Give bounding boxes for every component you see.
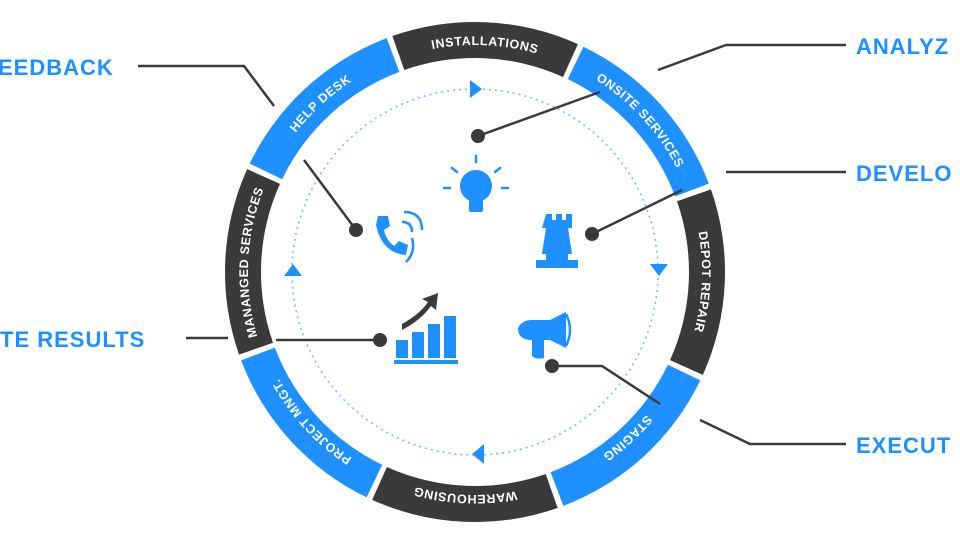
side-labels: EEDBACK ANALYZ DEVELO TE RESULTS EXECUT: [0, 34, 952, 458]
ring-segment-staging: STAGING: [550, 364, 701, 506]
label-feedback: EEDBACK: [0, 55, 114, 80]
connector-icon-telephone: [302, 159, 358, 231]
ring-segment-shape: [225, 169, 280, 355]
ring-segment-shape: [249, 38, 400, 180]
lightbulb-icon: [442, 154, 510, 212]
ring-segment-warehousing: WAREHOUSING: [372, 467, 558, 522]
ring-segment-shape: [372, 467, 558, 522]
ring-segment-shape: [550, 364, 701, 506]
connector-dots: [349, 129, 599, 373]
ring-segment-shape: [241, 347, 383, 498]
chess-rook-icon: [536, 214, 578, 268]
cycle-arrows: [284, 80, 668, 464]
label-analyze: ANALYZ: [856, 34, 949, 59]
connector-feedback: [138, 64, 275, 107]
ring-segment-shape: [567, 46, 709, 197]
connector-icon-megaphone: [552, 364, 661, 406]
service-ring: INSTALLATIONS ONSITE SERVICES DEPOT REPA…: [225, 21, 726, 522]
growth-chart-icon: [394, 293, 458, 364]
telephone-icon: [376, 210, 424, 263]
megaphone-icon: [518, 312, 572, 359]
dotted-inner-circle: [291, 88, 659, 456]
connector-dot: [471, 129, 485, 143]
label-develop: DEVELO: [856, 161, 952, 186]
ring-segment-shape: [670, 189, 726, 375]
ring-segment-onsite-services: ONSITE SERVICES: [567, 46, 709, 197]
connector-analyze: [657, 43, 846, 72]
ring-segment-installations: INSTALLATIONS: [392, 21, 578, 77]
connector-dot: [373, 333, 387, 347]
arrow-down-icon: [650, 264, 668, 276]
ring-segment-shape: [392, 21, 578, 77]
connector-execute: [699, 418, 846, 446]
ring-segment-project-mngt: PROJECT MNGT.: [241, 347, 383, 498]
connector-icon-lightbulb: [477, 90, 601, 138]
label-execute: EXECUT: [856, 433, 951, 458]
connector-dot: [585, 227, 599, 241]
ring-segment-help-desk: HELP DESK: [249, 38, 400, 180]
connector-dot: [349, 223, 363, 237]
arrow-left-icon: [472, 444, 484, 464]
center-icons: [376, 154, 578, 364]
ring-segment-managed-services: MANANGED SERVICES: [225, 169, 280, 355]
arrow-right-icon: [470, 80, 482, 98]
connector-dot: [545, 359, 559, 373]
arrow-up-icon: [284, 264, 302, 276]
label-results: TE RESULTS: [0, 327, 145, 352]
ring-segment-depot-repair: DEPOT REPAIR: [670, 189, 726, 375]
connector-icon-rook: [591, 188, 683, 236]
connector-lines: [138, 43, 846, 446]
